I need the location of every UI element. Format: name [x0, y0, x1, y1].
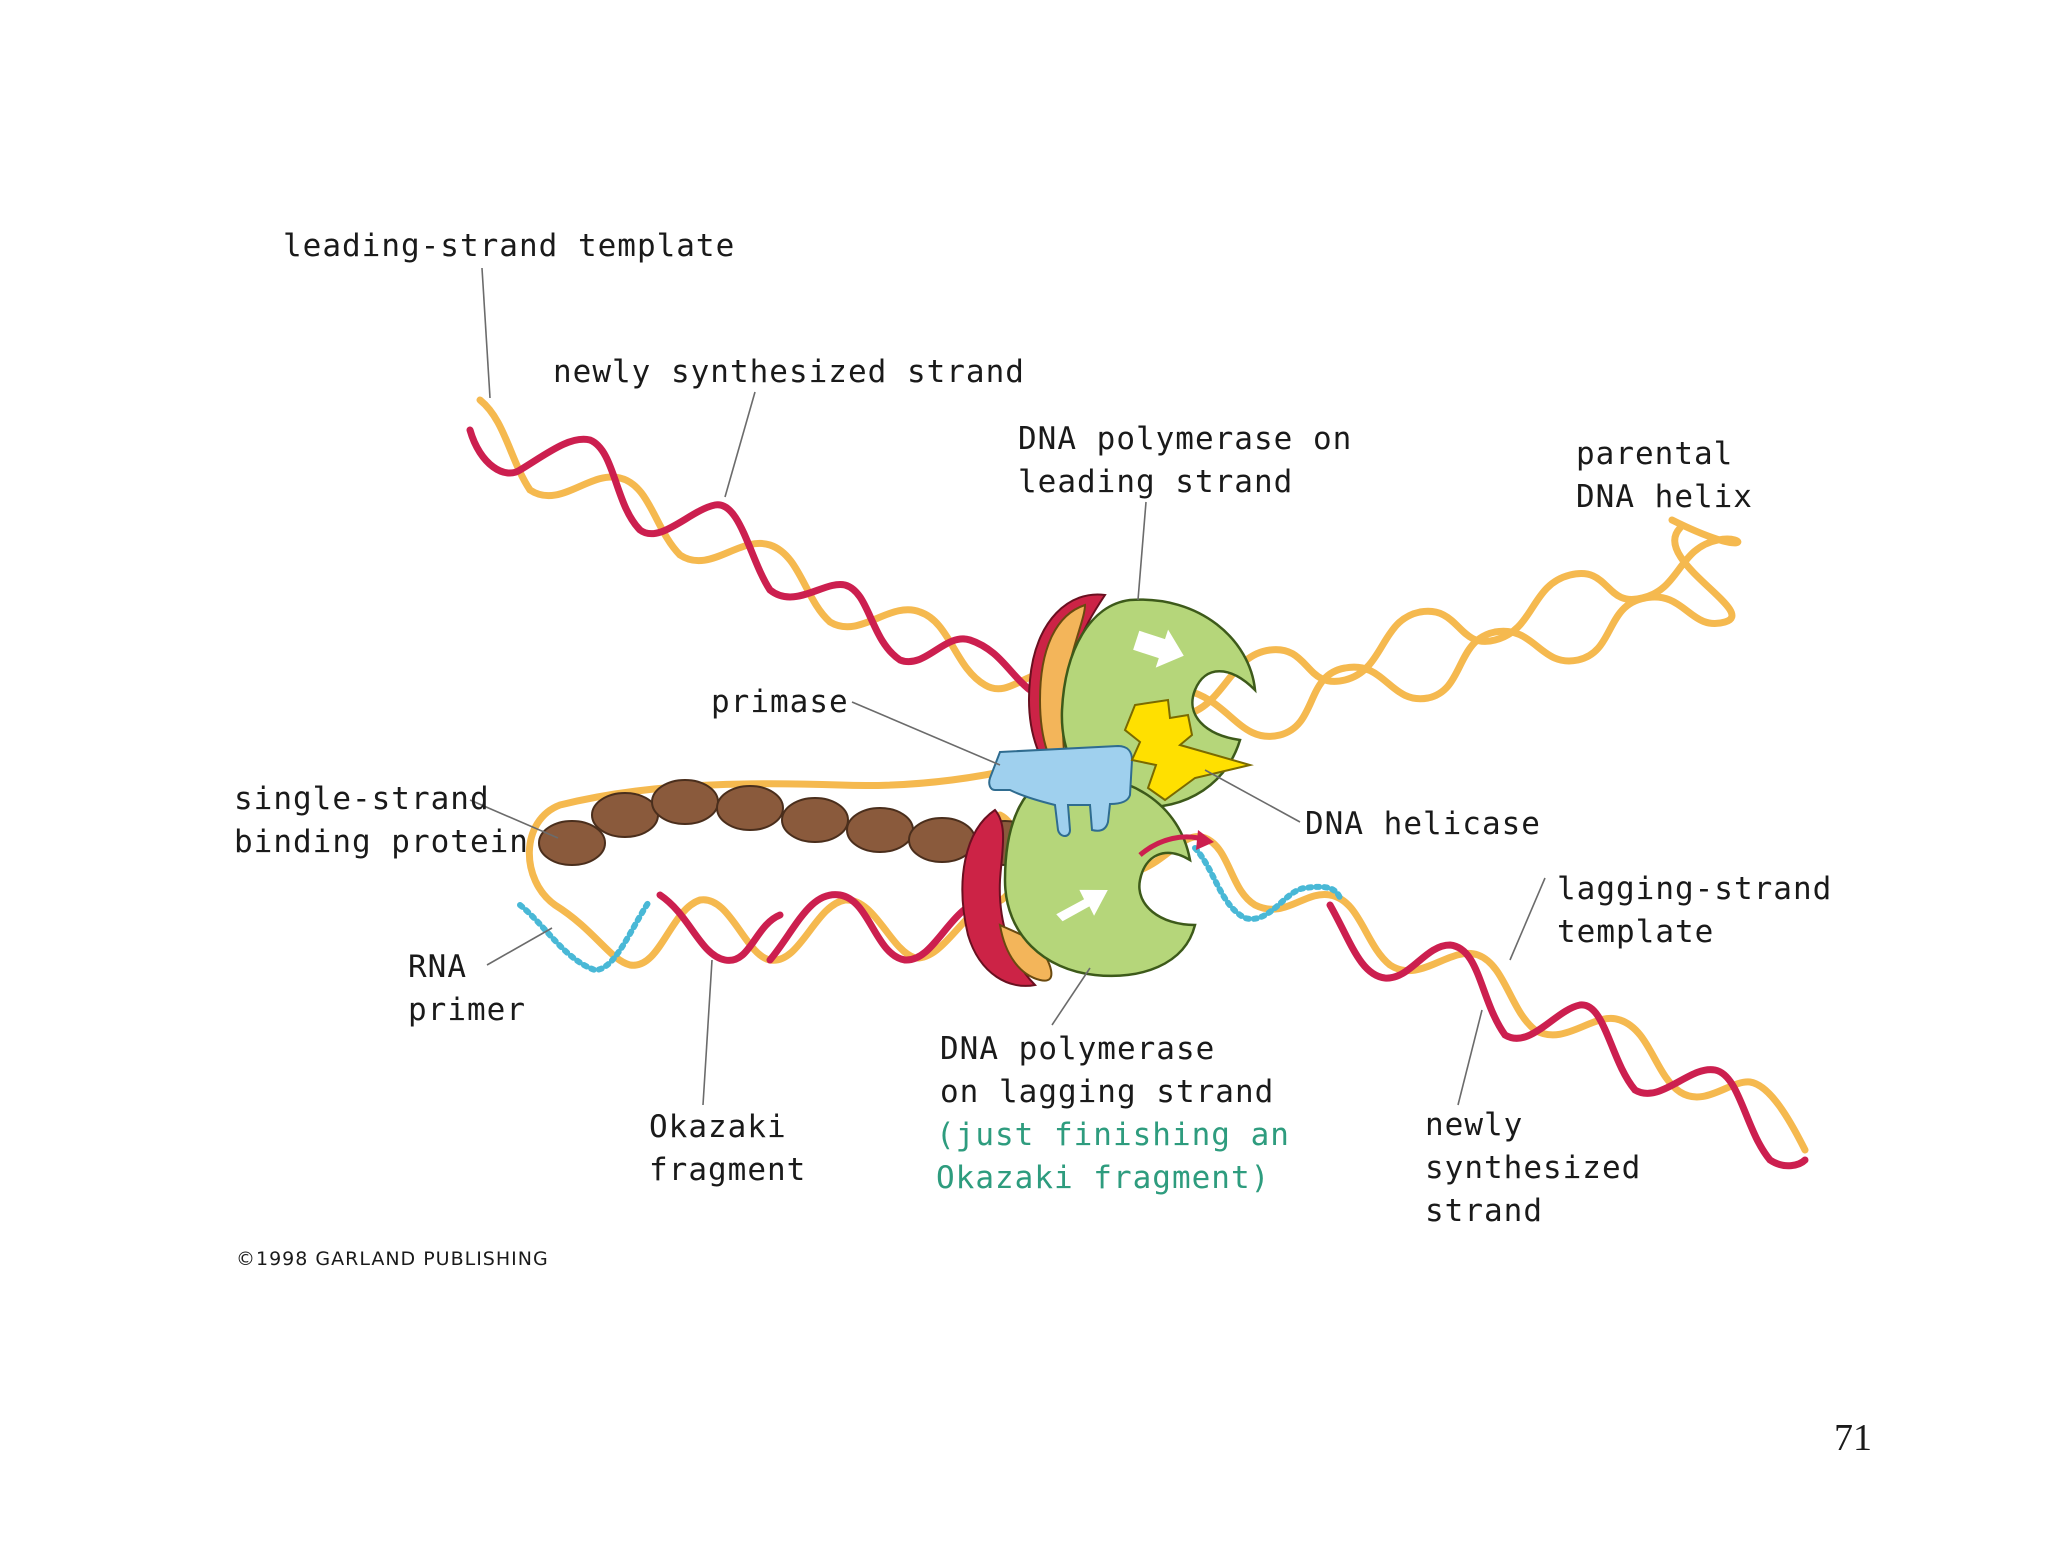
label-newly-synth-bottom-3: strand [1425, 1193, 1543, 1229]
leader-pol-leading [1137, 501, 1147, 601]
leader-newly-synth-top [724, 391, 756, 498]
rna-primers [517, 845, 1343, 974]
label-dna-pol-lagging-note-1: (just finishing an [936, 1117, 1290, 1153]
leader-pol-lagging [1051, 967, 1091, 1026]
leader-helicase [1204, 769, 1301, 823]
okazaki-fragment-old [656, 891, 784, 964]
ssb-bead [716, 785, 784, 831]
label-ssb-2: binding protein [234, 824, 529, 860]
label-dna-pol-lagging-note-2: Okazaki fragment) [936, 1160, 1270, 1196]
label-lagging-template-2: template [1557, 914, 1714, 950]
leader-rna-primer [486, 927, 553, 966]
label-dna-pol-lagging-1: DNA polymerase [940, 1031, 1215, 1067]
rna-primer-left [517, 897, 653, 974]
okazaki-fragment-main [766, 891, 989, 964]
label-leading-strand-template: leading-strand template [283, 228, 735, 264]
parental-dna-helix [1181, 516, 1742, 740]
primase-protein [988, 744, 1134, 837]
label-dna-helicase: DNA helicase [1305, 806, 1541, 842]
label-rna-primer-1: RNA [408, 949, 467, 985]
label-newly-synth-bottom-2: synthesized [1425, 1150, 1641, 1186]
label-dna-pol-lagging-2: on lagging strand [940, 1074, 1274, 1110]
ssb-bead [538, 820, 606, 866]
rna-primer-right [1192, 845, 1343, 922]
ssb-bead [781, 797, 849, 843]
leader-newly-synth-bottom [1457, 1009, 1483, 1106]
leading-strand-new [466, 426, 1034, 694]
synthesis-direction-arrowhead-icon [1196, 830, 1214, 850]
lagging-new-right [1326, 901, 1809, 1170]
label-dna-pol-leading-1: DNA polymerase on [1018, 421, 1352, 457]
leader-primase [851, 701, 1001, 766]
label-parental-1: parental [1576, 436, 1733, 472]
lagging-template-right [1136, 833, 1809, 1154]
polymerase-lagging-arrow-icon [1056, 889, 1108, 922]
label-newly-synthesized-strand-top: newly synthesized strand [553, 354, 1025, 390]
label-primase: primase [711, 684, 849, 720]
dna-polymerase-lagging [961, 773, 1197, 987]
ssb-bead [908, 817, 976, 863]
label-dna-pol-leading-2: leading strand [1018, 464, 1293, 500]
leader-lagging-template [1509, 877, 1546, 961]
ssb-bead [651, 779, 719, 825]
dna-helicase-protein [1123, 698, 1254, 802]
labels: leading-strand template newly synthesize… [234, 228, 1872, 1459]
okazaki-fragments [656, 891, 989, 964]
copyright-notice: ©1998 GARLAND PUBLISHING [236, 1248, 549, 1270]
leading-strand-template [476, 396, 1059, 693]
polymerase-lagging-clamp [961, 808, 1038, 987]
parental-strand-a [1181, 516, 1742, 719]
lagging-new-strand-right [1326, 901, 1809, 1170]
polymerase-lagging-body [1003, 773, 1197, 978]
leader-lines [469, 267, 1546, 1106]
leader-okazaki [702, 959, 713, 1106]
label-newly-synth-bottom-1: newly [1425, 1107, 1523, 1143]
label-okazaki-1: Okazaki [649, 1109, 787, 1145]
leader-ssb [469, 799, 559, 839]
label-okazaki-2: fragment [649, 1152, 806, 1188]
leading-strand-duplex [466, 396, 1059, 694]
leader-leading-template [481, 267, 491, 399]
parental-strand-b [1181, 524, 1736, 740]
label-lagging-template-1: lagging-strand [1557, 871, 1832, 907]
label-rna-primer-2: primer [408, 992, 526, 1028]
ssb-bead [846, 807, 914, 853]
label-ssb-1: single-strand [234, 781, 490, 817]
label-parental-2: DNA helix [1576, 479, 1753, 515]
polymerase-leading-arrow-icon [1133, 629, 1184, 668]
page-number: 71 [1834, 1417, 1872, 1459]
ssb-bead [591, 792, 659, 838]
